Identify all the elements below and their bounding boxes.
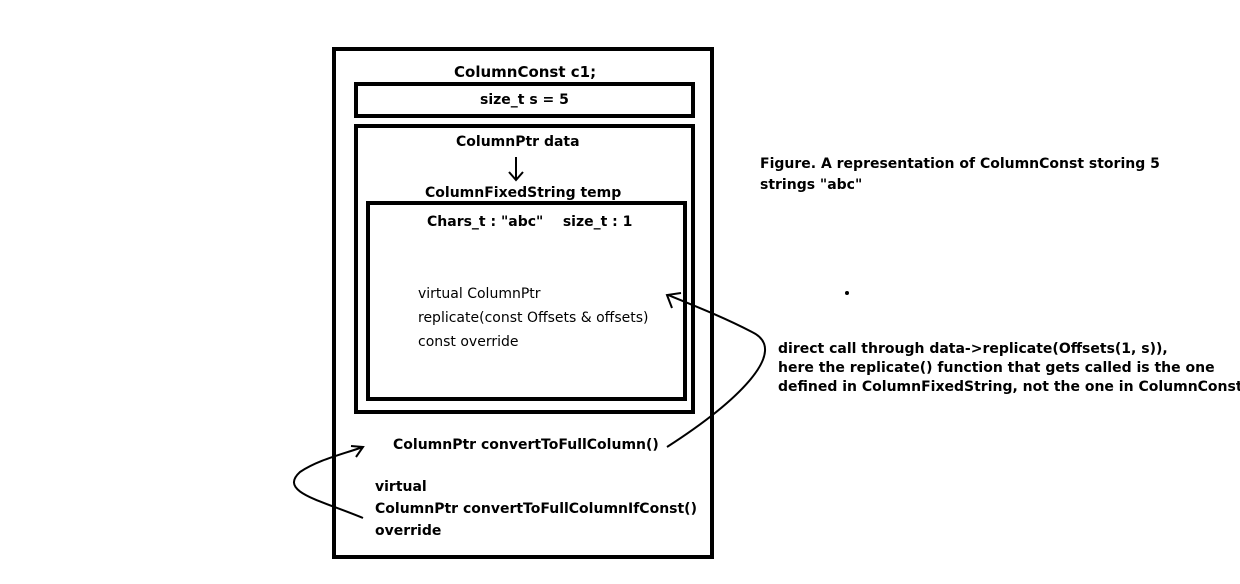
replicate-call-note-line: direct call through data->replicate(Offs… (778, 341, 1168, 357)
replicate-method-line: const override (418, 334, 519, 350)
column-fixed-string-label: ColumnFixedString temp (425, 185, 622, 201)
size-field-box (354, 82, 695, 118)
replicate-method: virtual ColumnPtr replicate(const Offset… (418, 282, 648, 354)
convert-if-const-line: override (375, 523, 442, 539)
fixed-string-fields: Chars_t : "abc" size_t : 1 (427, 214, 633, 230)
figure-caption-line: Figure. A representation of ColumnConst … (760, 156, 1160, 172)
replicate-method-line: virtual ColumnPtr (418, 286, 541, 302)
column-ptr-data-box (354, 124, 695, 414)
column-const-title: ColumnConst c1; (454, 63, 597, 81)
figure-caption: Figure. A representation of ColumnConst … (760, 154, 1160, 196)
replicate-method-line: replicate(const Offsets & offsets) (418, 310, 649, 326)
convert-if-const-method: virtual ColumnPtr convertToFullColumnIfC… (375, 476, 697, 542)
column-ptr-data-label: ColumnPtr data (456, 134, 580, 150)
stray-dot (845, 291, 849, 295)
replicate-call-note: direct call through data->replicate(Offs… (778, 340, 1240, 397)
convert-if-const-line: ColumnPtr convertToFullColumnIfConst() (375, 501, 697, 517)
convert-if-const-line: virtual (375, 479, 427, 495)
figure-caption-line: strings "abc" (760, 177, 863, 193)
replicate-call-note-line: defined in ColumnFixedString, not the on… (778, 379, 1240, 395)
size-field-label: size_t s = 5 (480, 92, 569, 108)
convert-to-full-column-label: ColumnPtr convertToFullColumn() (393, 437, 659, 453)
replicate-call-note-line: here the replicate() function that gets … (778, 360, 1215, 376)
